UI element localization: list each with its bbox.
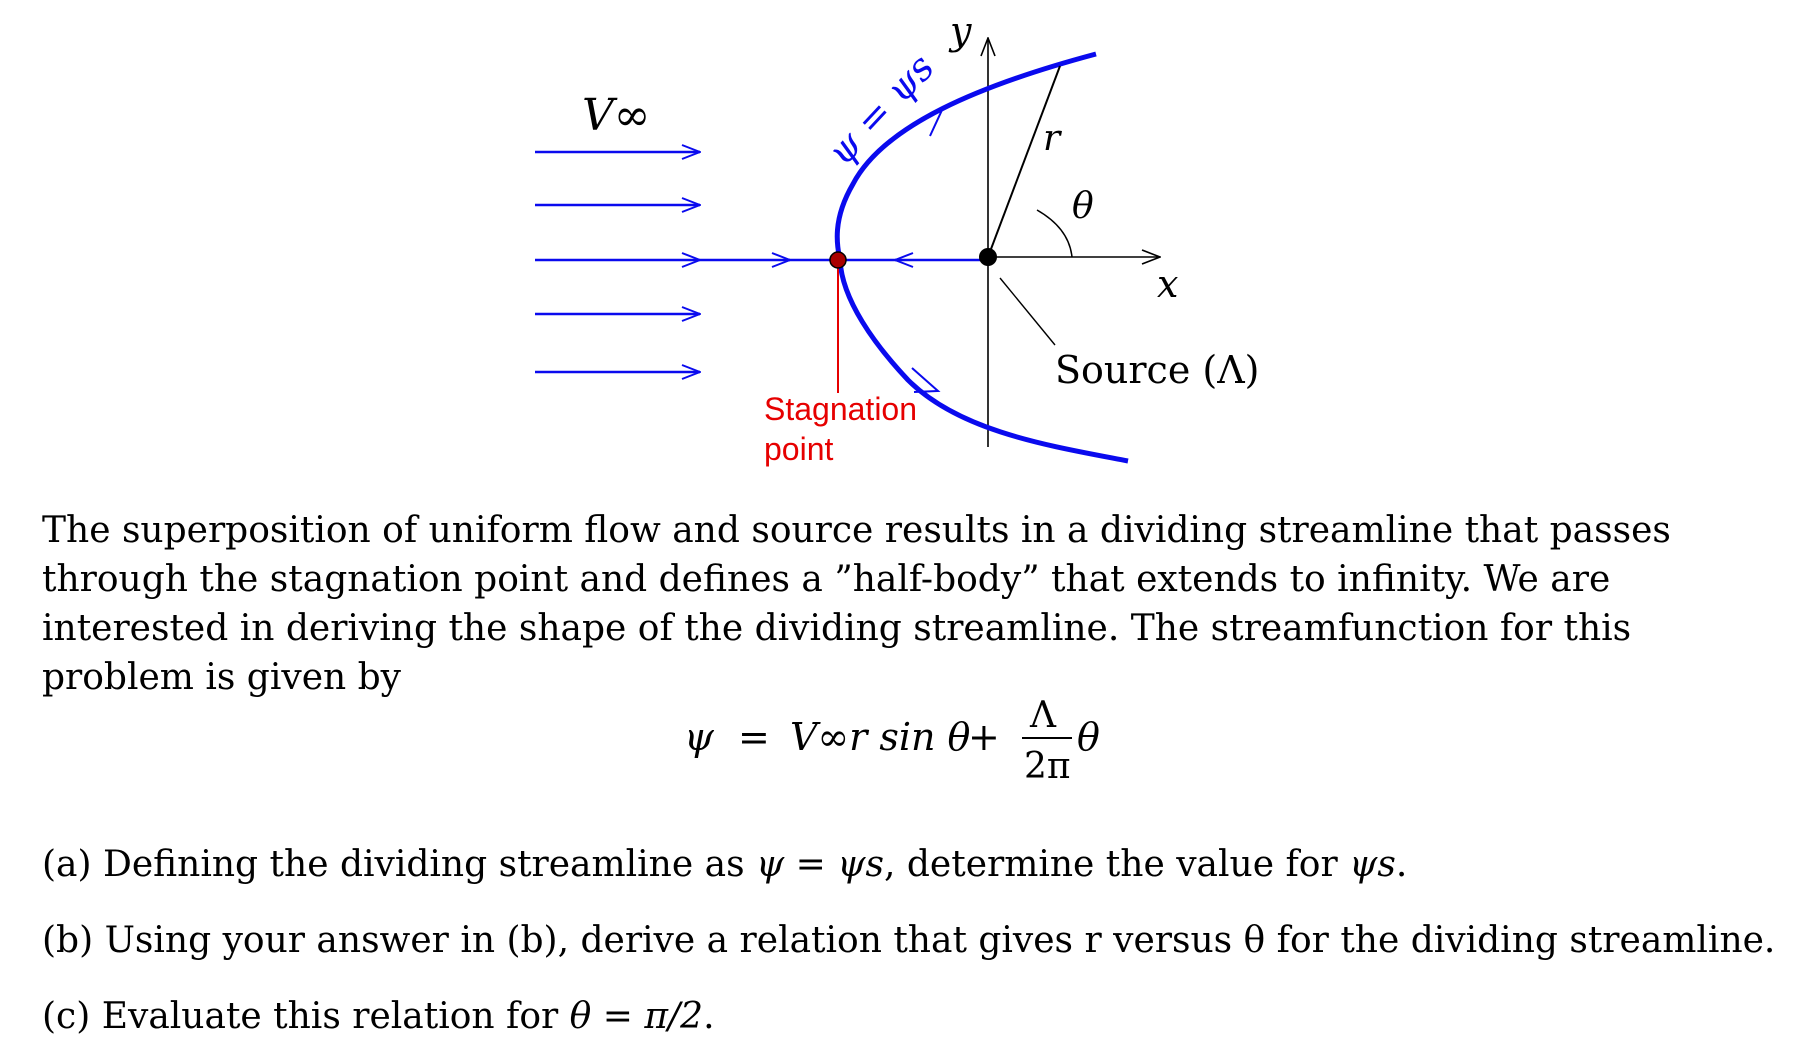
- freestream-label: V∞: [582, 90, 650, 141]
- equation-numerator: Λ: [1029, 695, 1057, 736]
- question-a-end: .: [1395, 844, 1408, 885]
- question-c: (c) Evaluate this relation for θ = π/2.: [42, 995, 715, 1039]
- question-a-math2: ψs: [1349, 844, 1396, 885]
- source-leader: [999, 277, 1056, 346]
- stagnation-label-line2: point: [764, 431, 834, 467]
- problem-description: The superposition of uniform flow and so…: [42, 510, 1671, 698]
- question-a-prefix: (a) Defining the dividing streamline as: [42, 844, 756, 885]
- question-a-suffix: , determine the value for: [884, 844, 1350, 885]
- equation-denominator: 2π: [1024, 746, 1071, 787]
- r-vector: [987, 65, 1061, 258]
- freestream-arrows: [535, 152, 700, 372]
- y-axis-label: y: [948, 9, 972, 53]
- stagnation-label-line1: Stagnation: [764, 391, 917, 427]
- source-dot: [979, 248, 997, 266]
- question-c-end: .: [703, 996, 715, 1037]
- half-body-figure: V∞ y x r θ ψ = ψs Source (Λ) Stagnation …: [535, 9, 1260, 467]
- equation-plus: +: [968, 715, 1000, 759]
- equation-equals: =: [738, 715, 770, 759]
- question-a: (a) Defining the dividing streamline as …: [42, 843, 1407, 887]
- streamfunction-equation: ψ = V∞r sin θ + Λ 2π θ: [684, 695, 1100, 787]
- x-axis-label: x: [1157, 262, 1178, 306]
- stagnation-point-dot: [829, 251, 847, 269]
- equation-term1: V∞r sin θ: [790, 715, 971, 759]
- theta-label: θ: [1072, 186, 1094, 227]
- streamline-label: ψ = ψs: [818, 45, 942, 174]
- source-label: Source (Λ): [1055, 348, 1260, 392]
- streamline-arrowhead-lower: [911, 367, 941, 393]
- equation-trailing: θ: [1077, 715, 1100, 759]
- question-a-math: ψ = ψs: [756, 844, 884, 885]
- question-c-prefix: (c) Evaluate this relation for: [42, 996, 570, 1037]
- theta-arc: [1036, 209, 1073, 258]
- streamline-arrowhead-upper: [915, 107, 945, 137]
- equation-lhs: ψ: [684, 715, 715, 759]
- question-b: (b) Using your answer in (b), derive a r…: [42, 920, 1776, 961]
- r-label: r: [1043, 118, 1062, 159]
- question-c-math: θ = π/2: [569, 996, 704, 1037]
